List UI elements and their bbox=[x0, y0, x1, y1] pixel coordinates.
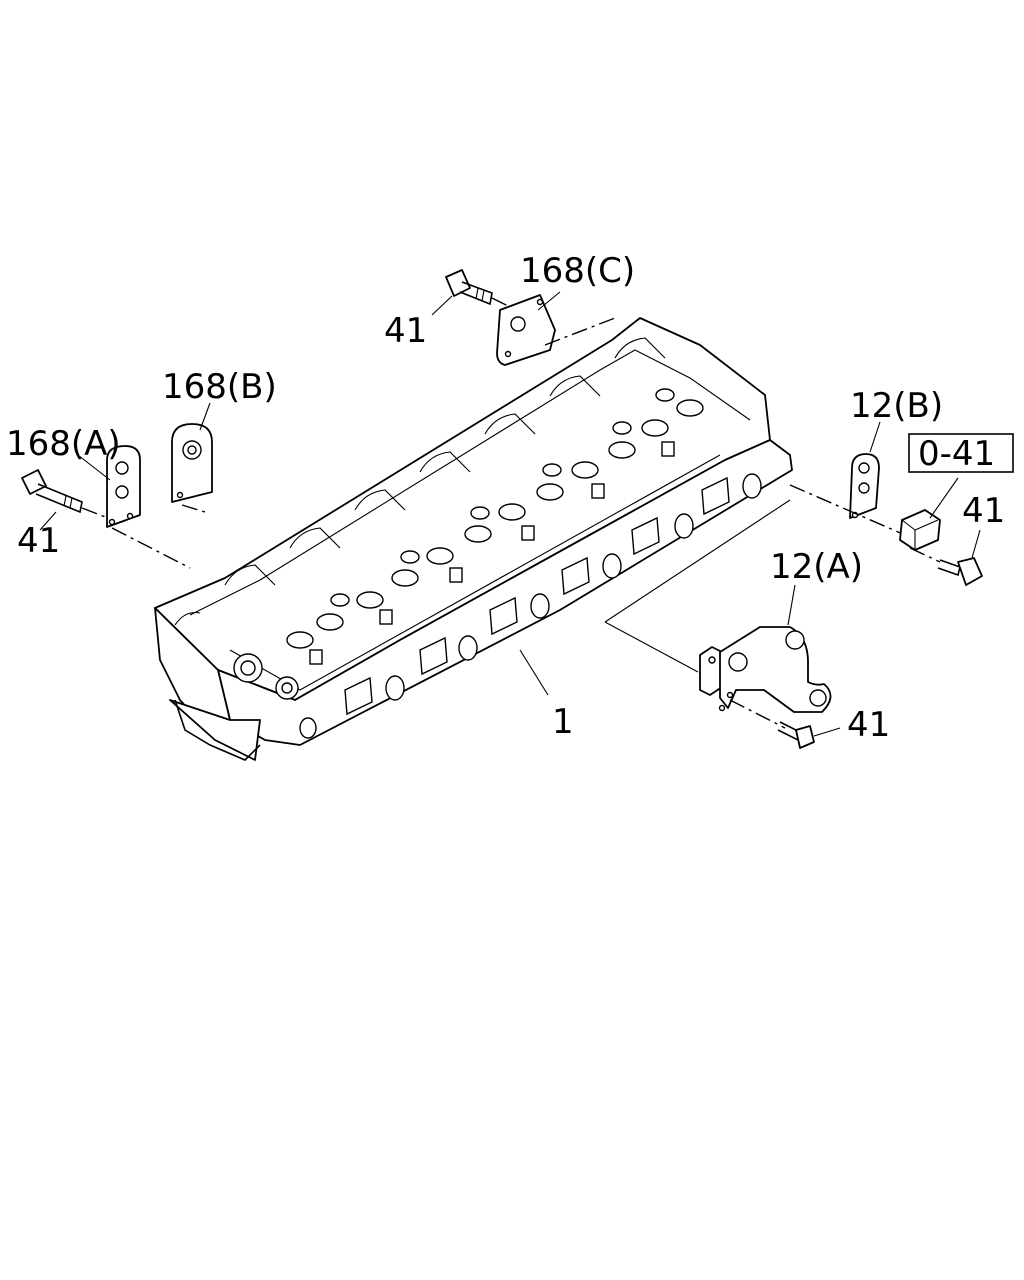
leader-bolt-bottom bbox=[813, 727, 841, 737]
assembly-line-12a-2 bbox=[604, 621, 699, 673]
callout-cyl-head: 1 bbox=[552, 702, 574, 742]
leader-plate-168b bbox=[199, 402, 211, 431]
callout-bolt-bottom: 41 bbox=[847, 705, 890, 745]
leader-plate-168c bbox=[537, 291, 561, 311]
plate-168b bbox=[171, 423, 213, 513]
bolt-left-icon bbox=[21, 469, 109, 519]
leader-bolt-right bbox=[971, 529, 981, 559]
leader-bolt-left bbox=[39, 511, 57, 531]
plate-168c bbox=[496, 294, 616, 366]
callout-bracket-12a: 12(A) bbox=[770, 547, 863, 587]
callout-bolt-right: 41 bbox=[962, 491, 1005, 531]
leader-bolt-top bbox=[431, 295, 453, 316]
callout-plate-168c: 168(C) bbox=[520, 251, 635, 291]
bracket-12b bbox=[789, 453, 906, 536]
ref-box-frame bbox=[908, 433, 1014, 473]
leader-plate-168a bbox=[77, 454, 111, 481]
callout-plate-168a: 168(A) bbox=[6, 424, 121, 464]
bolt-bottom-icon bbox=[729, 699, 815, 749]
cylinder-head bbox=[154, 317, 793, 761]
leader-bracket-12b bbox=[869, 421, 881, 453]
leader-bracket-12a bbox=[787, 584, 796, 626]
exhaust-ports bbox=[299, 473, 762, 739]
plate-168a bbox=[106, 445, 191, 569]
bracket-12a bbox=[699, 626, 832, 713]
callout-bolt-left: 41 bbox=[17, 521, 60, 561]
sensor-bracket-0-41 bbox=[899, 509, 941, 551]
callout-plate-168b: 168(B) bbox=[162, 367, 277, 407]
valve-bores bbox=[286, 388, 704, 665]
leader-ref-box bbox=[929, 477, 959, 519]
leader-cyl-head bbox=[519, 649, 549, 696]
assembly-line-12a bbox=[604, 499, 791, 623]
bolt-top-icon bbox=[445, 269, 509, 307]
bolt-right-icon bbox=[909, 547, 983, 586]
callout-bracket-12b: 12(B) bbox=[850, 386, 943, 426]
callout-bolt-top: 41 bbox=[384, 311, 427, 351]
callout-ref-box: 0-41 bbox=[918, 434, 995, 474]
cam-journals bbox=[174, 337, 666, 626]
